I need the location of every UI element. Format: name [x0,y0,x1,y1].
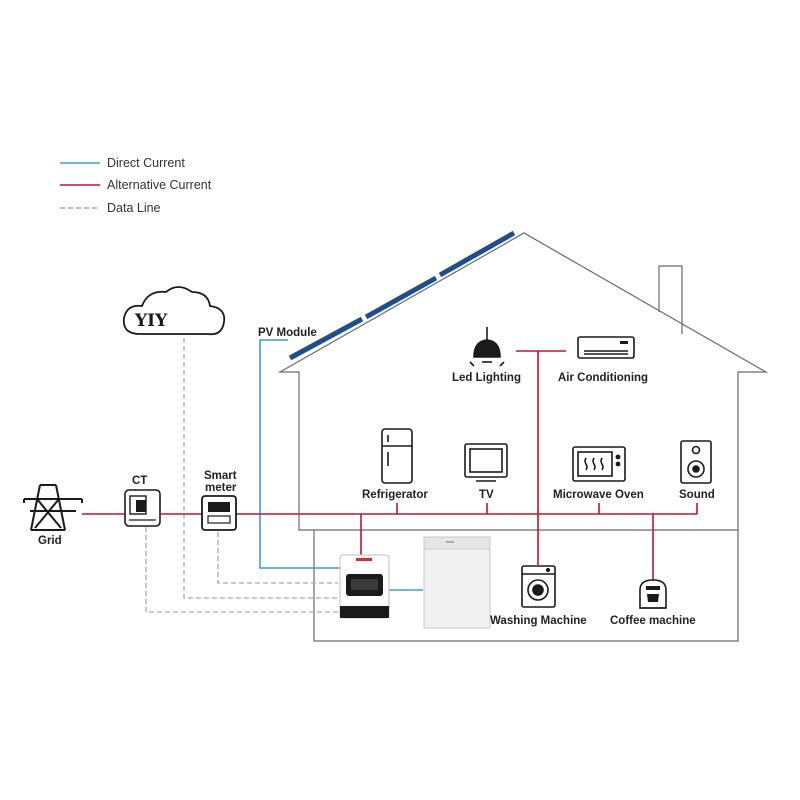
grid-tower-icon [23,484,83,531]
air-conditioning-label: Air Conditioning [558,372,648,384]
ct-label: CT [132,475,147,487]
solar-panel-3 [438,230,516,278]
cloud-icon [122,286,226,336]
basement [313,530,739,642]
microwave-oven-icon [572,446,626,482]
led-lighting-label: Led Lighting [452,372,521,384]
led-lighting-icon [469,327,505,367]
coffee-machine-label: Coffee machine [610,615,696,627]
tv-icon [464,443,508,482]
solar-panel-2 [364,275,438,320]
data-line-ct [145,527,338,613]
battery-icon [423,536,491,629]
pv-module-label: PV Module [258,327,317,339]
solar-panel-1 [288,316,364,361]
grid-label: Grid [38,535,62,547]
legend-ac-label: Alternative Current [107,178,212,192]
data-line-meter [217,532,338,584]
ct-icon [124,489,161,527]
sound-label: Sound [679,489,715,501]
dc-line-pv [259,339,340,569]
solar-panels [288,230,516,361]
microwave-oven-label: Microwave Oven [553,489,644,501]
inverter-icon [339,554,390,619]
roof-and-walls [277,232,769,531]
cloud-logo-text: YIY [134,311,168,331]
coffee-machine-icon [639,579,667,609]
tv-label: TV [479,489,494,501]
smart-meter-label-1: Smart [204,470,237,482]
smart-meter-icon [201,495,237,531]
dc-lines [259,339,423,591]
ac-lines [82,350,698,580]
house-outline [277,232,769,642]
washing-machine-icon [521,565,556,608]
washing-machine-label: Washing Machine [490,615,587,627]
smart-meter-label-2: meter [205,482,237,494]
refrigerator-label: Refrigerator [362,489,428,501]
refrigerator-icon [381,428,413,484]
data-lines [145,338,338,613]
legend: Direct Current Alternative Current Data … [60,156,212,215]
chimney [658,265,683,334]
legend-data-label: Data Line [107,201,161,215]
sound-speaker-icon [680,440,712,484]
air-conditioning-icon [577,336,635,359]
data-line-cloud [183,338,338,599]
legend-dc-label: Direct Current [107,156,185,170]
